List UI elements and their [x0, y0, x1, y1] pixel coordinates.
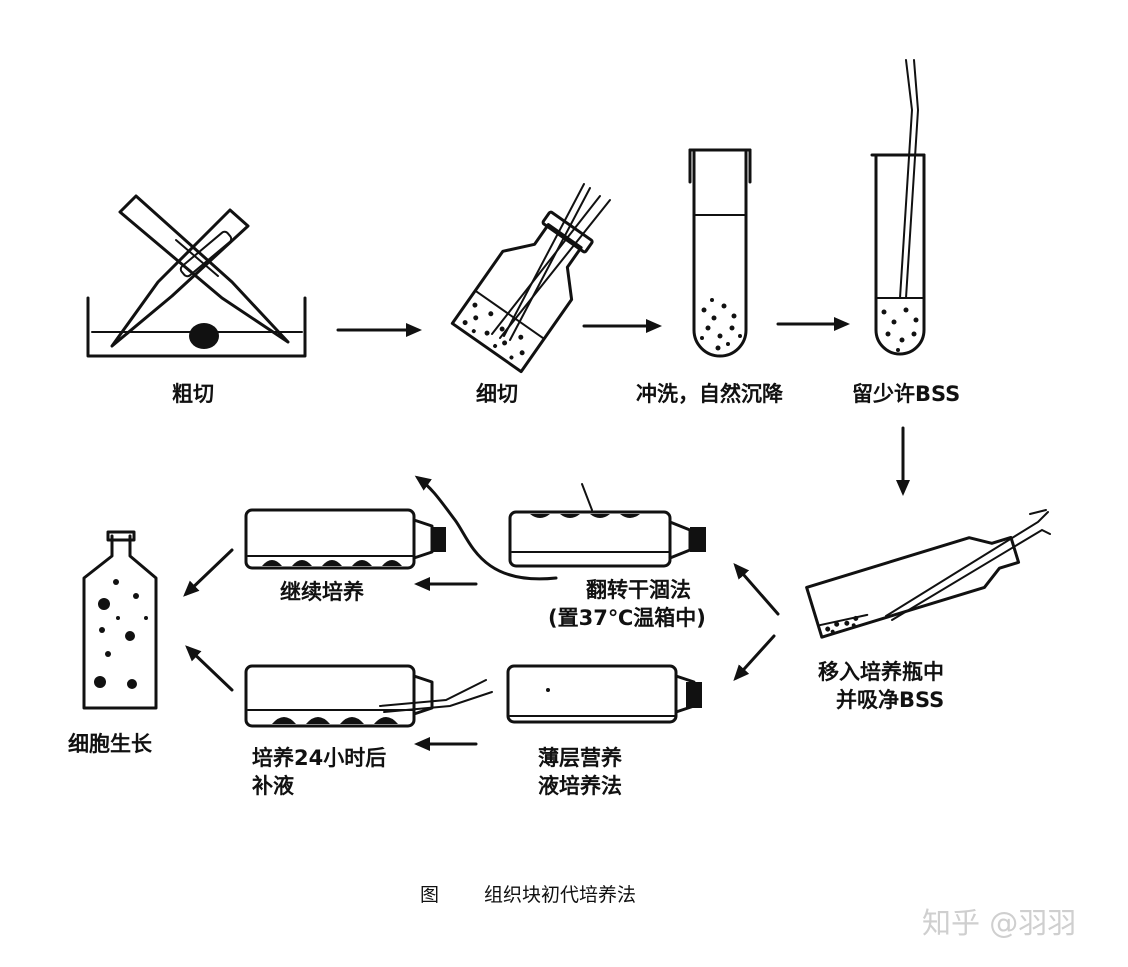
label-flip-dry-line2: (置37℃温箱中) — [548, 606, 706, 630]
continue-culture-flask-illustration — [244, 508, 446, 570]
flip-curve-arrow — [414, 475, 558, 581]
label-transfer-line1: 移入培养瓶中 — [818, 660, 944, 684]
wash-tube-illustration — [688, 148, 752, 358]
label-replenish-line2: 补液 — [252, 774, 294, 798]
label-thin-layer-line1: 薄层营养 — [538, 746, 622, 770]
label-keep-bss: 留少许BSS — [852, 382, 961, 406]
watermark: 知乎 @羽羽 — [922, 906, 1077, 940]
fine-cut-illustration — [450, 183, 611, 374]
thin-layer-flask-illustration — [506, 664, 702, 724]
label-wash-settle: 冲洗，自然沉降 — [636, 382, 783, 406]
label-coarse-cut: 粗切 — [172, 382, 214, 406]
flip-dry-flask-illustration — [508, 483, 706, 568]
flow-arrows — [183, 548, 780, 751]
label-flip-dry-line1: 翻转干涸法 — [586, 578, 691, 602]
label-fine-cut: 细切 — [476, 382, 518, 406]
replenish-flask-illustration — [244, 664, 493, 728]
coarse-cut-illustration — [86, 194, 307, 358]
top-row-arrows — [336, 317, 910, 496]
label-continue-culture: 继续培养 — [280, 580, 364, 604]
caption-title: 组织块初代培养法 — [484, 884, 637, 906]
cell-growth-bottle-illustration — [82, 530, 158, 710]
transfer-flask-illustration — [805, 509, 1051, 639]
label-thin-layer-line2: 液培养法 — [538, 774, 622, 798]
label-replenish-line1: 培养24小时后 — [252, 746, 387, 770]
caption-prefix: 图 — [420, 884, 440, 906]
label-transfer-line2: 并吸净BSS — [836, 688, 945, 712]
keep-bss-tube-illustration — [870, 59, 926, 356]
label-cell-growth: 细胞生长 — [68, 732, 152, 756]
